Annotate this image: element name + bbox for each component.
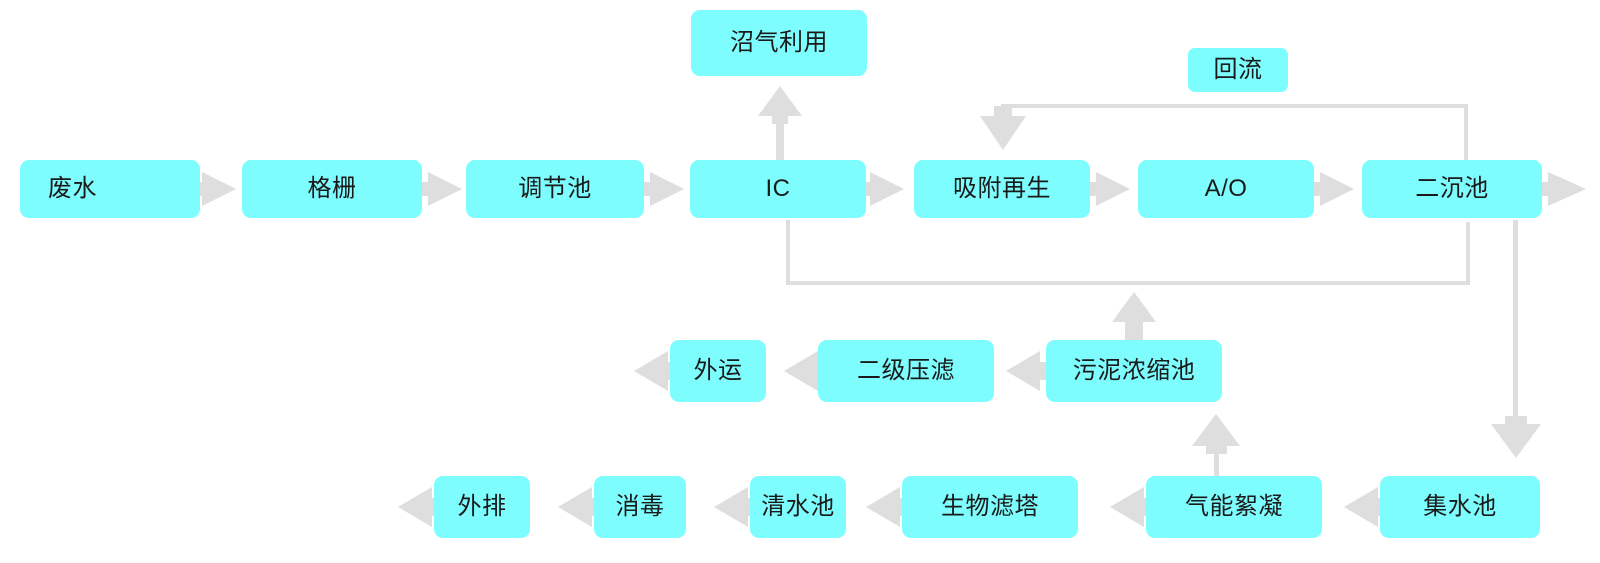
arrow-xiaodu-to-waipai bbox=[558, 487, 598, 527]
node-waipai[interactable]: 外排 bbox=[434, 476, 530, 538]
node-label: 消毒 bbox=[615, 493, 665, 520]
node-label: 二沉池 bbox=[1415, 175, 1489, 202]
arrow-ic-to-zhaoqiliyong bbox=[758, 86, 802, 162]
arrow-shengwulvta-to-qingshuichi bbox=[866, 487, 906, 527]
arrow-qinengxuning-to-shengwulvta bbox=[1110, 487, 1150, 527]
node-waiyun[interactable]: 外运 bbox=[670, 340, 766, 402]
arrow-qingshuichi-to-xiaodu bbox=[714, 487, 754, 527]
node-ic[interactable]: IC bbox=[690, 160, 866, 218]
arrow-ao-to-erchenchi bbox=[1314, 172, 1354, 206]
node-erjiyalv[interactable]: 二级压滤 bbox=[818, 340, 994, 402]
node-shengwulvta[interactable]: 生物滤塔 bbox=[902, 476, 1078, 538]
node-label: 废水 bbox=[48, 175, 97, 202]
node-feishui[interactable]: 废水 bbox=[20, 160, 200, 218]
node-label: 集水池 bbox=[1423, 493, 1497, 520]
node-huiliu[interactable]: 回流 bbox=[1188, 48, 1288, 92]
node-label: 生物滤塔 bbox=[941, 493, 1039, 520]
node-label: 格栅 bbox=[307, 175, 357, 202]
arrow-wunishuoji-to-erjiyalv bbox=[1006, 351, 1046, 391]
node-label: 外排 bbox=[457, 493, 507, 520]
node-zhaoqiliyong[interactable]: 沼气利用 bbox=[691, 10, 867, 76]
node-label: 回流 bbox=[1213, 56, 1263, 83]
arrow-waipai-terminal bbox=[398, 487, 438, 527]
arrow-waiyun-terminal bbox=[634, 351, 674, 391]
arrow-erchenchi-offscreen bbox=[1542, 172, 1586, 206]
node-jishuichi[interactable]: 集水池 bbox=[1380, 476, 1540, 538]
arrow-erchenchi-to-jishuichi bbox=[1491, 220, 1541, 458]
arrow-feishui-to-gezhan bbox=[196, 172, 236, 206]
arrowhead-huiliu-down bbox=[980, 106, 1026, 150]
arrow-qinengxuning-to-wunishuoji bbox=[1192, 414, 1240, 482]
node-label: 沼气利用 bbox=[730, 29, 828, 56]
node-label: IC bbox=[765, 175, 791, 202]
node-ao[interactable]: A/O bbox=[1138, 160, 1314, 218]
arrow-xifuzaisheng-to-ao bbox=[1090, 172, 1130, 206]
node-xifuzaisheng[interactable]: 吸附再生 bbox=[914, 160, 1090, 218]
arrowhead-sludge-up bbox=[1112, 292, 1156, 340]
arrow-gezhan-to-tiaojiechi bbox=[422, 172, 462, 206]
node-gezhan[interactable]: 格栅 bbox=[242, 160, 422, 218]
node-erchenchi[interactable]: 二沉池 bbox=[1362, 160, 1542, 218]
node-label: 污泥浓缩池 bbox=[1072, 357, 1196, 384]
arrow-ic-to-xifuzaisheng bbox=[864, 172, 904, 206]
node-label: 外运 bbox=[693, 357, 743, 384]
arrow-tiaojiechi-to-ic bbox=[644, 172, 684, 206]
node-label: 清水池 bbox=[761, 493, 835, 520]
node-label: 二级压滤 bbox=[857, 357, 955, 384]
node-xiaodu[interactable]: 消毒 bbox=[594, 476, 686, 538]
node-label: A/O bbox=[1204, 175, 1248, 202]
node-tiaojiechi[interactable]: 调节池 bbox=[466, 160, 644, 218]
loop-sludge-return bbox=[786, 220, 1470, 285]
node-wunishuoji[interactable]: 污泥浓缩池 bbox=[1046, 340, 1222, 402]
node-label: 调节池 bbox=[518, 175, 592, 202]
node-qinengxuning[interactable]: 气能絮凝 bbox=[1146, 476, 1322, 538]
loop-huiliu bbox=[1001, 104, 1468, 160]
node-label: 气能絮凝 bbox=[1185, 493, 1283, 520]
node-qingshuichi[interactable]: 清水池 bbox=[750, 476, 846, 538]
node-label: 吸附再生 bbox=[953, 175, 1051, 202]
arrow-jishuichi-to-qinengxuning bbox=[1344, 487, 1384, 527]
